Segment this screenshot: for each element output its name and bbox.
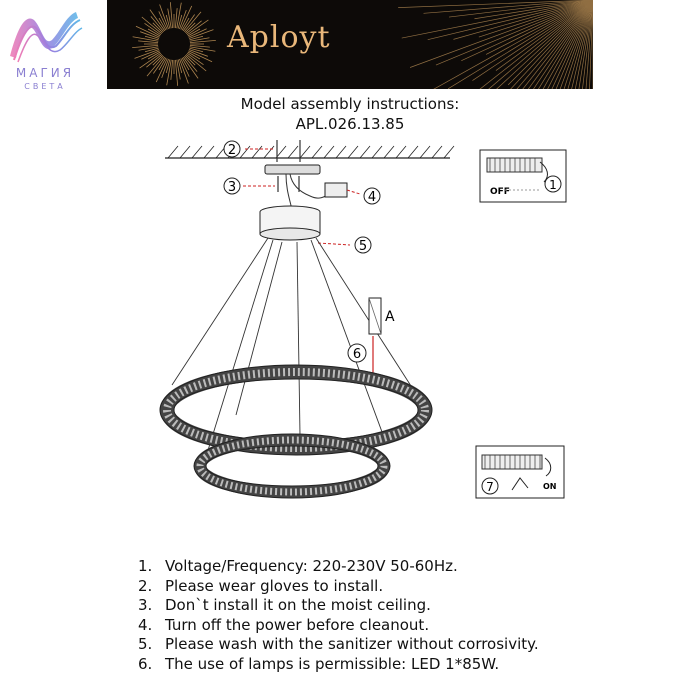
list-item-text: Voltage/Frequency: 220-230V 50-60Hz.	[165, 557, 458, 575]
callout-2: 2	[228, 143, 236, 158]
callout-3-circle	[223, 177, 241, 195]
list-item-number: 3.	[138, 596, 153, 615]
callout-4: 4	[368, 190, 376, 205]
logo-word-bottom: СВЕТА	[24, 82, 66, 91]
inset-power-off: OFF 1	[479, 149, 567, 203]
list-item-text: Please wear gloves to install.	[165, 576, 384, 595]
part-label-a: A	[385, 309, 395, 325]
instructions-list: 1. Voltage/Frequency: 220-230V 50-60Hz. 2…	[138, 557, 539, 675]
callout-6-circle	[347, 343, 367, 363]
callout-2-circle	[223, 140, 241, 158]
list-item-text: Turn off the power before cleanout.	[165, 615, 430, 634]
list-item-number: 2.	[138, 576, 153, 595]
list-item-number: 5.	[138, 635, 153, 654]
list-item-number: 4.	[138, 615, 153, 634]
callout-4-circle	[363, 187, 381, 205]
list-item-text: Please wash with the sanitizer without c…	[165, 635, 539, 654]
list-item: 4. Turn off the power before cleanout.	[138, 616, 539, 636]
list-item-text: Don`t install it on the moist ceiling.	[165, 596, 431, 615]
terminal-block	[324, 182, 348, 198]
ceiling-hatch	[167, 145, 455, 159]
callout-6: 6	[353, 347, 361, 362]
list-item: 1. Voltage/Frequency: 220-230V 50-60Hz.	[138, 557, 539, 577]
inset-step-1: 1	[549, 178, 557, 192]
magiya-sveta-logo: МАГИЯ СВЕТА	[4, 6, 86, 92]
list-item-text: The use of lamps is permissible: LED 1*8…	[165, 654, 500, 673]
model-number: APL.026.13.85	[295, 115, 405, 133]
callout-5: 5	[359, 239, 367, 254]
page-title: Model assembly instructions:	[240, 95, 460, 113]
inset-power-on: 7 ON	[475, 445, 565, 499]
suspension-cables	[171, 237, 421, 461]
sunburst-decoration	[132, 0, 593, 89]
list-item: 5. Please wash with the sanitizer without…	[138, 635, 539, 655]
mounting-plate	[264, 164, 321, 175]
logo-word-top: МАГИЯ	[15, 66, 75, 80]
assembly-diagram: 2 3 4 5 A 6	[159, 140, 567, 499]
list-item: 2. Please wear gloves to install.	[138, 577, 539, 597]
brand-banner: Aployt	[107, 0, 593, 89]
list-item: 6. The use of lamps is permissible: LED 1…	[138, 655, 539, 675]
list-item-number: 1.	[138, 557, 153, 575]
inset-step-7: 7	[486, 480, 494, 494]
list-item-number: 6.	[138, 654, 153, 673]
callout-5-circle	[354, 236, 372, 254]
mounting-screws	[276, 140, 301, 162]
list-item: 3. Don`t install it on the moist ceiling.	[138, 596, 539, 616]
inset-off-label: OFF	[490, 187, 510, 197]
lower-crystal-ring	[193, 433, 391, 499]
logo-wave-icon	[10, 12, 83, 63]
inset-on-label: ON	[543, 482, 557, 491]
callout-3: 3	[228, 180, 236, 195]
canopy	[259, 227, 321, 241]
upper-crystal-ring	[159, 364, 433, 456]
brand-name: Aployt	[227, 20, 331, 55]
